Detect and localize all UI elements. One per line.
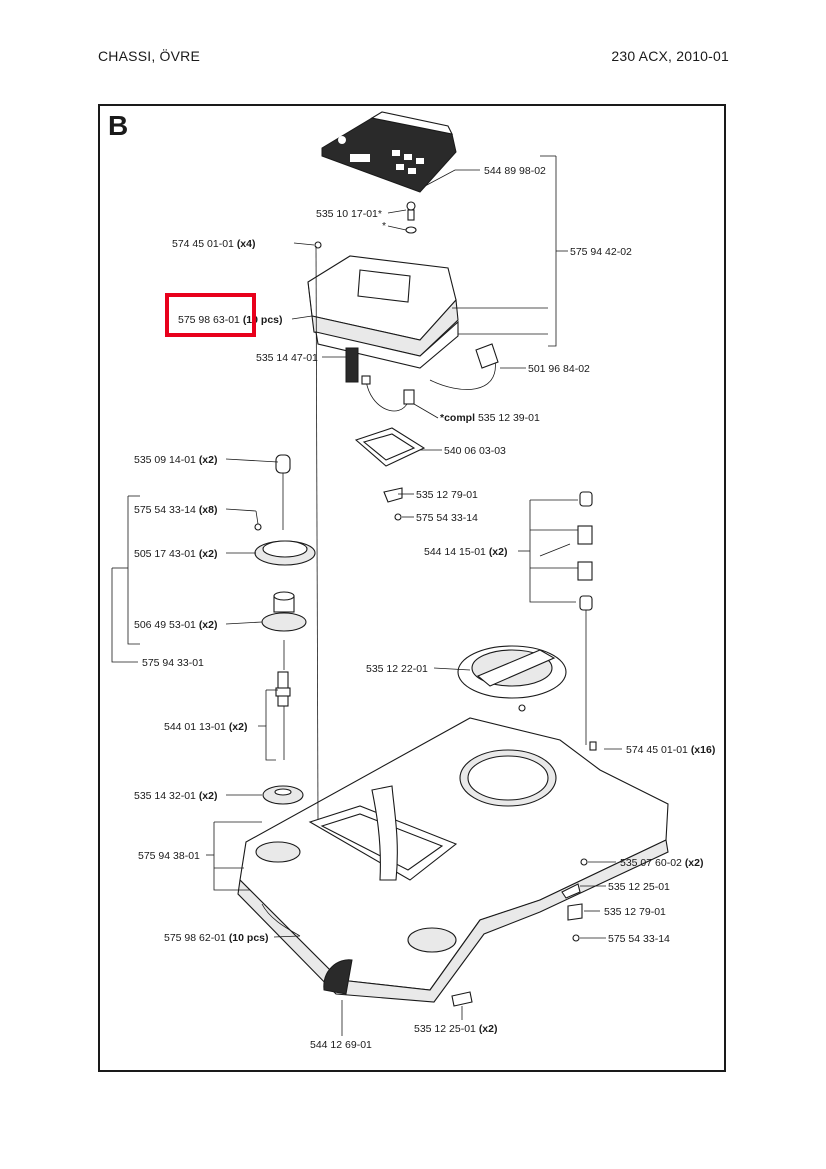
section-letter: B [108,110,129,141]
part-label-575-94-38-01: 575 94 38-01 [138,850,200,862]
part-label-544-89-98-02: 544 89 98-02 [484,165,546,177]
pcb-bracket-drawing [354,427,426,521]
part-label-506-49-53-01: 506 49 53-01 (x2) [134,619,218,631]
wire-harness-drawing [361,343,499,412]
part-label-540-06-03-03: 540 06 03-03 [444,445,506,457]
part-label-535-12-25-01: 535 12 25-01 [608,881,670,893]
part-label-535-14-32-01: 535 14 32-01 (x2) [134,790,218,802]
main-cover-drawing [307,201,459,383]
part-label-544-14-15-01: 544 14 15-01 (x2) [424,546,508,558]
part-label-574-45-01-01-x4: 574 45 01-01 (x4) [172,238,256,250]
part-label-575-98-62-01: 575 98 62-01 (10 pcs) [164,932,269,944]
part-label-535-12-22-01: 535 12 22-01 [366,663,428,675]
part-label-544-01-13-01: 544 01 13-01 (x2) [164,721,248,733]
part-label-505-17-43-01: 505 17 43-01 (x2) [134,548,218,560]
control-panel-drawing [321,111,457,193]
leader-lines [111,155,622,1036]
part-label-575-94-42-02: 575 94 42-02 [570,246,632,258]
part-label-575-54-33-14-upper: 575 54 33-14 [416,512,478,524]
filter-cap-drawing [457,645,567,712]
right-hinge-parts-drawing [539,491,597,751]
left-column-assembly-drawing [254,454,316,805]
lower-chassis-drawing [237,245,669,1007]
part-label-535-09-14-01: 535 09 14-01 (x2) [134,454,218,466]
part-label-535-07-60-02: 535 07 60-02 (x2) [620,857,704,869]
part-label-501-96-84-02: 501 96 84-02 [528,363,590,375]
part-label-asterisk: * [382,220,386,232]
part-label-535-12-25-01-x2: 535 12 25-01 (x2) [414,1023,498,1035]
part-label-535-12-79-01-upper: 535 12 79-01 [416,489,478,501]
part-label-575-98-63-01: 575 98 63-01 (10 pcs) [178,314,283,326]
part-label-575-94-33-01: 575 94 33-01 [142,657,204,669]
page-header-model: 230 ACX, 2010-01 [611,48,729,64]
page-header-title: CHASSI, ÖVRE [98,48,200,64]
highlight-box [165,293,256,337]
part-label-535-10-17-01: 535 10 17-01* [316,208,382,220]
part-label-535-14-47-01: 535 14 47-01 [256,352,318,364]
part-label-575-54-33-14-lower: 575 54 33-14 [608,933,670,945]
part-label-535-12-79-01-lower: 535 12 79-01 [604,906,666,918]
diagram-frame [98,104,726,1072]
part-label-574-45-01-01-x16: 574 45 01-01 (x16) [626,744,715,756]
part-label-544-12-69-01: 544 12 69-01 [310,1039,372,1051]
part-label-535-12-39-01: *compl 535 12 39-01 [440,412,540,424]
part-label-575-54-33-14-x8: 575 54 33-14 (x8) [134,504,218,516]
